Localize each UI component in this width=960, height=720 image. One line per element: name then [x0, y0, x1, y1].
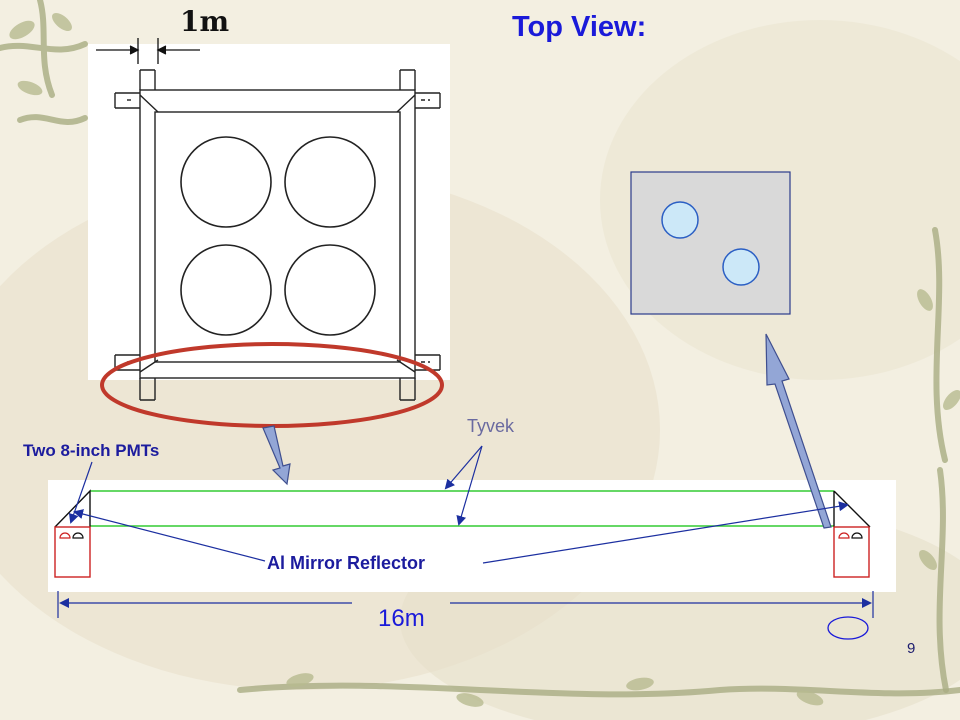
- pmt-array: [180, 136, 376, 336]
- tyvek-pointer-bottom: [456, 445, 483, 526]
- page-number: 9: [907, 640, 915, 657]
- small-ellipse: [827, 616, 869, 640]
- side-view: [48, 480, 896, 592]
- up-pointer-arrow: [765, 333, 832, 529]
- tyvek-pointer-top: [444, 445, 483, 490]
- left-end-cap: [54, 489, 91, 578]
- right-end-cap: [833, 490, 871, 578]
- end-view-panel: [630, 171, 791, 315]
- outer-frame: [114, 69, 441, 401]
- scale-dimension: [96, 38, 200, 64]
- mirror-pointer-left: [73, 509, 266, 562]
- side-view-background: [48, 480, 896, 592]
- mirror-pointer-right: [482, 501, 849, 564]
- drawing-background: [88, 44, 450, 380]
- pmt-circle: [180, 136, 272, 228]
- pmt-circle: [284, 136, 376, 228]
- length-label: 16m: [378, 605, 425, 632]
- pmt-circle: [661, 201, 699, 239]
- tyvek-label: Tyvek: [467, 416, 515, 436]
- pmts-label: Two 8-inch PMTs: [23, 441, 159, 460]
- slide-title: Top View:: [512, 11, 646, 43]
- pmt-circle: [722, 248, 760, 286]
- mirror-reflector-label: Al Mirror Reflector: [267, 553, 425, 573]
- down-pointer-arrow: [262, 425, 291, 486]
- pmt-circle: [180, 244, 272, 336]
- scale-label: 1m: [180, 5, 229, 38]
- detector-top-view: 1m: [88, 5, 450, 428]
- pmt-circle: [284, 244, 376, 336]
- annotation-lines: [57, 445, 874, 618]
